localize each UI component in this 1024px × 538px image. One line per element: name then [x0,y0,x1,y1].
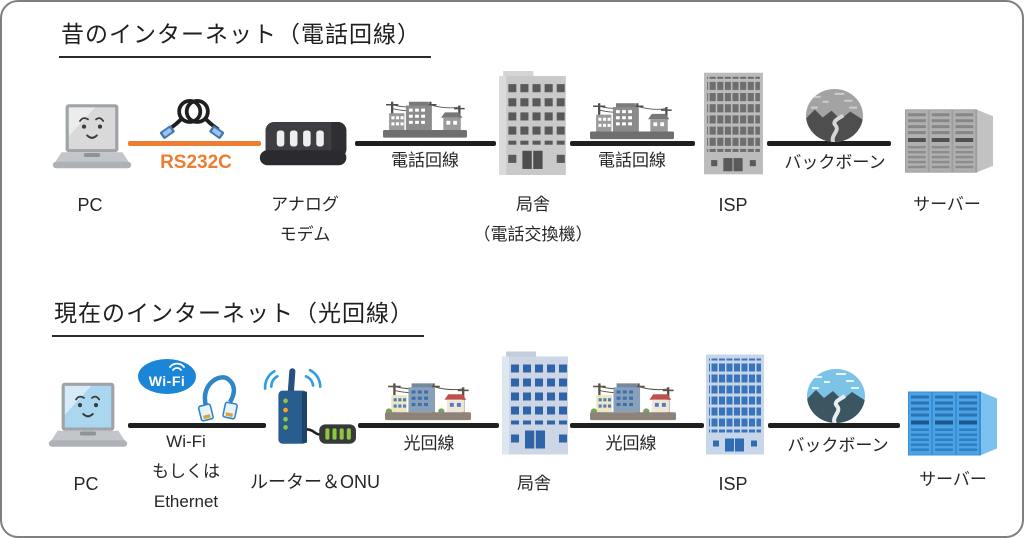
access-label-line2: もしくは [152,462,220,481]
phone-line-2 [570,141,695,146]
modem-label-line2: モデム [279,225,331,244]
laptop-icon [48,381,128,458]
serial-cable-icon [158,95,226,143]
phone-line-1-label: 電話回線 [391,151,459,170]
server-rack-icon [907,389,999,458]
fiber-line-2-label: 光回線 [605,434,657,453]
station-building-icon [496,70,569,175]
access-label-line1: Wi-Fi [166,432,206,451]
utility-poles-town-icon [590,96,674,141]
laptop-icon [52,102,132,180]
modem-label-line1: アナログ [271,195,339,214]
rs232c-label: RS232C [160,152,232,173]
station-label-line1: 局舎 [516,195,550,214]
station-label: 局舎 [517,474,551,493]
isp-building-icon [704,352,766,455]
fiber-line-2 [570,423,704,428]
backbone-line [767,141,891,146]
globe-icon [806,368,866,424]
modem-icon [258,119,352,172]
access-link-line [128,423,266,428]
isp-building-icon [702,70,765,175]
globe-icon [805,88,864,143]
ethernet-cable-icon [192,368,252,424]
utility-poles-town-icon [385,375,471,423]
section-old-title: 昔のインターネット（電話回線） [59,15,431,58]
pc-label: PC [73,474,99,494]
wifi-badge-label: Wi-Fi [148,373,186,389]
wifi-cloud-icon: Wi-Fi [138,359,196,394]
backbone-line [768,423,900,428]
pc-label: PC [77,195,103,215]
access-label-line3: Ethernet [153,492,219,511]
backbone-label: バックボーン [784,153,886,172]
phone-line-1 [355,141,496,146]
router-onu-label: ルーター＆ONU [250,472,380,492]
utility-poles-town-icon [590,376,676,422]
station-building-icon [499,350,571,455]
isp-label: ISP [718,195,748,215]
isp-label: ISP [718,474,748,494]
server-label: サーバー [919,470,987,489]
rs232c-link-line [128,141,261,146]
section-new-title: 現在のインターネット（光回線） [52,294,424,337]
server-rack-icon [904,107,995,175]
fiber-line-1-label: 光回線 [403,434,455,453]
fiber-line-1 [358,423,499,428]
wifi-waves-icon [169,362,185,371]
station-label-line2: （電話交換機） [473,225,593,244]
backbone-label: バックボーン [787,436,889,455]
phone-line-2-label: 電話回線 [598,151,666,170]
server-label: サーバー [913,195,981,214]
utility-poles-town-icon [383,93,467,141]
router-and-onu-icon [258,364,358,452]
